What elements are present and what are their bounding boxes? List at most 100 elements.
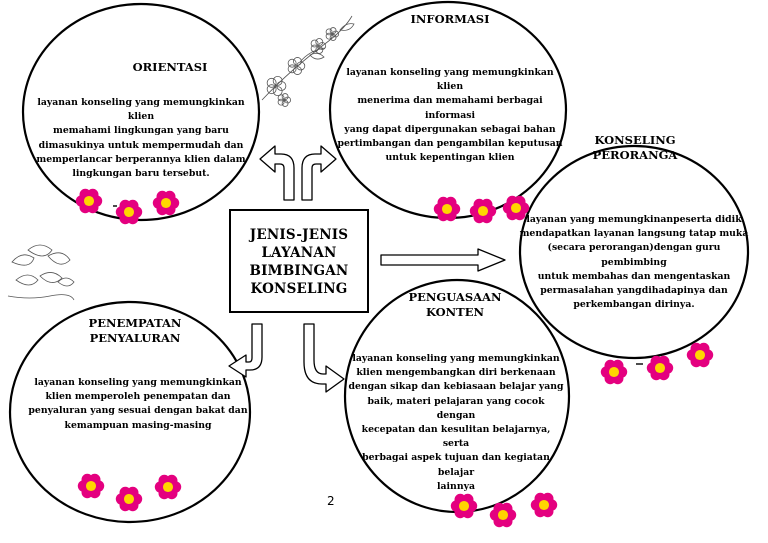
leaf-sketch (339, 23, 355, 31)
flower-icon (686, 342, 714, 368)
blossom-petal (293, 66, 302, 75)
blossom-sketch (277, 93, 292, 107)
flower-icon (75, 188, 103, 214)
blossom-petal (329, 27, 337, 34)
flower-icon (433, 196, 461, 222)
flower-center (497, 509, 509, 521)
konseling-perorangan-description: layanan yang memungkinanpeserta didik me… (518, 213, 750, 312)
flower-center (538, 499, 550, 511)
plant-ground (7, 294, 75, 301)
penempatan-circle (8, 300, 252, 524)
desc-line: untuk membahas dan mengentaskan (537, 270, 731, 282)
desc-line: layanan konseling yang memungkinkan klie… (346, 67, 554, 93)
blossom-petal (284, 96, 292, 104)
blossom-sketch (287, 57, 306, 75)
blossom-petal (293, 57, 302, 66)
desc-line: yang dapat dipergunakan sebagai bahan (344, 123, 556, 135)
flower-icon (502, 195, 530, 221)
center-title-line: BIMBINGAN (249, 263, 349, 279)
blossom-petal (287, 64, 297, 74)
plant-leaf (39, 272, 63, 283)
flower-center (458, 500, 470, 512)
flower-icon (152, 190, 180, 216)
arrow-to-penguasaan-icon (303, 323, 345, 393)
flower-center (162, 481, 174, 493)
arrow-to-informasi-icon (301, 145, 337, 201)
blossom-petal (310, 44, 319, 53)
plant-leaf (11, 254, 35, 266)
center-title-line: JENIS-JENIS (249, 227, 349, 243)
konseling-perorangan-circle (518, 144, 750, 360)
blossom-petal (318, 42, 327, 50)
desc-line: memahami lingkungan yang baru (53, 125, 229, 137)
desc-line: layanan konseling yang memungkinkan (34, 377, 242, 388)
flower-icon (469, 198, 497, 224)
leafy-plant-sketch (7, 244, 75, 301)
flower-center (608, 366, 620, 378)
flower-center (160, 197, 172, 209)
title-line: ORIENTASI (132, 60, 208, 74)
title-line: PENYALURAN (89, 331, 181, 345)
blossom-petal (332, 30, 340, 38)
desc-line: perkembangan dirinya. (573, 299, 695, 311)
penempatan-description: layanan konseling yang memungkinkan klie… (28, 376, 248, 433)
desc-line: klien mengembangkan diri berkenaan (356, 367, 556, 379)
blossom-petal (281, 93, 289, 100)
blossom-branch-sketch (261, 15, 355, 107)
informasi-title: INFORMASI (380, 12, 520, 27)
flower-icon (489, 502, 517, 528)
blossom-petal (266, 84, 277, 95)
desc-line: kemampuan masing-masing (64, 419, 212, 431)
desc-line: lainnya (436, 480, 476, 492)
flower-icon (115, 199, 143, 225)
desc-line: penyaluran yang sesuai dengan bakat dan (28, 405, 248, 417)
title-line: PERORANGA (592, 148, 678, 162)
title-line: KONSELING (594, 133, 676, 147)
blossom-sketch (266, 75, 287, 97)
blossom-petal (296, 61, 306, 71)
desc-line: berbagai aspek tujuan dan kegiatan belaj… (362, 452, 550, 478)
blossom-petal (315, 46, 324, 54)
flower-center (654, 362, 666, 374)
blossom-sketch (325, 27, 340, 41)
desc-line: kecepatan dan kesulitan belajarnya, sert… (361, 424, 551, 450)
flower-icon (115, 486, 143, 512)
plant-leaf (57, 277, 75, 287)
desc-line: untuk kepentingan klien (385, 152, 515, 164)
title-line: PENGUASAAN (408, 290, 502, 304)
title-line: KONTEN (425, 305, 485, 319)
desc-line: layanan konseling yang memungkinkan (352, 353, 560, 364)
orientasi-title: ORIENTASI (100, 60, 240, 75)
blossom-petal (325, 28, 333, 36)
blossom-petal (310, 39, 319, 48)
penguasaan-title: PENGUASAAN KONTEN (390, 290, 520, 320)
flower-icon (77, 473, 105, 499)
desc-line: mendapatkan layanan langsung tatap muka (519, 228, 749, 240)
blossom-petal (272, 86, 283, 97)
desc-line: baik, materi pelajaran yang cocok dengan (367, 395, 545, 421)
konseling-perorangan-title: KONSELING PERORANGA (570, 133, 700, 163)
center-title: JENIS-JENIS LAYANAN BIMBINGAN KONSELING (229, 226, 369, 298)
blossom-petal (266, 77, 277, 88)
center-box (229, 209, 369, 313)
flower-center (123, 206, 135, 218)
penempatan-title: PENEMPATAN PENYALURAN (60, 316, 210, 346)
flower-center (510, 202, 522, 214)
flower-icon (530, 492, 558, 518)
flower-center (441, 203, 453, 215)
penguasaan-description: layanan konseling yang memungkinkan klie… (348, 352, 564, 494)
blossom-petal (281, 100, 289, 107)
blossom-petal (315, 38, 324, 46)
blossom-petal (272, 75, 283, 86)
informasi-description: layanan konseling yang memungkinkan klie… (334, 66, 566, 165)
desc-line: dimasukinya untuk mempermudah dan (38, 139, 244, 151)
plant-leaf (27, 244, 53, 257)
orientasi-circle (21, 2, 261, 222)
blossom-petal (277, 98, 285, 106)
desc-line: layanan yang memungkinanpeserta didik (526, 214, 742, 225)
flower-center (123, 493, 135, 505)
desc-line: klien memperoleh penempatan dan (45, 391, 231, 403)
blossom-petal (325, 32, 333, 40)
desc-line: pertimbangan dan pengambilan keputusan (337, 138, 563, 150)
